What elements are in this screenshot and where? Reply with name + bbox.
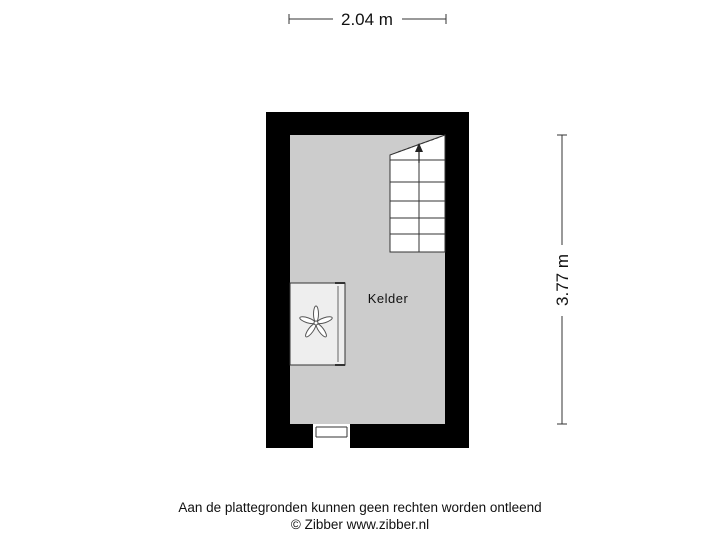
window	[313, 424, 350, 448]
staircase	[389, 134, 446, 253]
fan-fixture	[289, 282, 346, 366]
footer-disclaimer: Aan de plattegronden kunnen geen rechten…	[178, 500, 542, 515]
width-dimension: 2.04 m	[288, 10, 447, 29]
footer-copyright: © Zibber www.zibber.nl	[290, 517, 430, 532]
arrow-up-icon	[415, 143, 423, 163]
height-dimension-label: 3.77 m	[553, 254, 572, 306]
width-dimension-label: 2.04 m	[341, 10, 393, 29]
fan-icon	[299, 305, 333, 338]
room-label-kelder: Kelder	[368, 291, 409, 306]
height-dimension: 3.77 m	[553, 134, 572, 425]
